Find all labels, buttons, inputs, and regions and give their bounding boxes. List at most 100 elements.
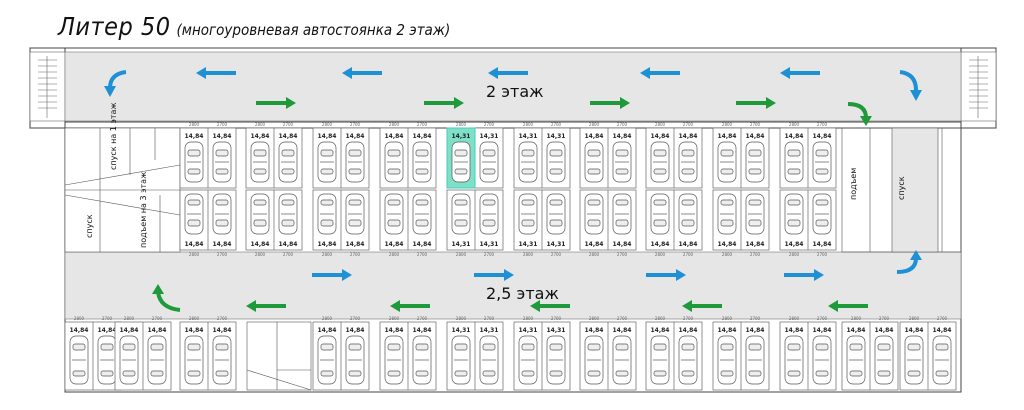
spot-number: 14,84 [279, 133, 298, 140]
dim-label: 2800 [589, 316, 600, 321]
car-icon [612, 141, 632, 183]
car-icon [147, 335, 167, 385]
car-icon [451, 335, 471, 385]
parking-pair: 14,84 14,84 2800 2700 [779, 316, 837, 391]
dim-label: 2700 [617, 252, 628, 257]
dim-label: 2800 [456, 122, 467, 127]
dim-label: 2700 [750, 316, 761, 321]
spot-number: 14,84 [120, 327, 139, 334]
dim-label: 2700 [417, 252, 428, 257]
car-icon [479, 193, 499, 235]
spot-number: 14,31 [547, 327, 566, 334]
dim-label: 2800 [789, 252, 800, 257]
car-icon [212, 335, 232, 385]
spot-number: 14,31 [519, 241, 538, 248]
car-icon [479, 141, 499, 183]
spot-number: 14,84 [847, 327, 866, 334]
plan-title: Литер 50(многоуровневая автостоянка 2 эт… [58, 12, 450, 41]
car-icon [745, 141, 765, 183]
dim-label: 2700 [217, 316, 228, 321]
turn-arrow [847, 102, 872, 126]
dim-label: 2700 [283, 122, 294, 127]
dim-label: 2800 [722, 122, 733, 127]
car-icon [874, 335, 894, 385]
spot-number: 14,84 [251, 241, 270, 248]
car-icon [784, 193, 804, 235]
car-icon [479, 335, 499, 385]
dim-label: 2800 [789, 122, 800, 127]
dim-label: 2800 [523, 252, 534, 257]
dim-label: 2800 [589, 252, 600, 257]
dim-label: 2800 [255, 252, 266, 257]
car-icon [784, 335, 804, 385]
car-icon [317, 335, 337, 385]
car-icon [384, 335, 404, 385]
dim-label: 2700 [484, 316, 495, 321]
traffic-arrows [104, 67, 922, 312]
dim-label: 2700 [683, 122, 694, 127]
turn-arrow [896, 250, 922, 274]
dim-label: 2800 [909, 316, 920, 321]
spot-number: 14,84 [718, 327, 737, 334]
dim-label: 2700 [417, 316, 428, 321]
spot-number: 14,31 [480, 241, 499, 248]
spot-number: 14,84 [279, 241, 298, 248]
spot-number: 14,84 [933, 327, 952, 334]
dim-label: 2800 [789, 316, 800, 321]
spot-number: 14,84 [185, 327, 204, 334]
dim-label: 2700 [617, 316, 628, 321]
spot-number: 14,84 [813, 327, 832, 334]
spot-number: 14,84 [679, 133, 698, 140]
label-floor-2-5: 2,5 этаж [486, 284, 559, 303]
spot-number: 14,84 [746, 241, 765, 248]
dim-label: 2800 [722, 316, 733, 321]
spot-number: 14,84 [585, 133, 604, 140]
dim-label: 2700 [817, 122, 828, 127]
car-icon [584, 193, 604, 235]
dim-label: 2700 [417, 122, 428, 127]
car-icon [69, 335, 89, 385]
spot-number: 14,84 [318, 327, 337, 334]
car-icon [650, 141, 670, 183]
spot-number: 14,84 [785, 327, 804, 334]
right-ramp-area [841, 127, 962, 253]
spot-number: 14,84 [185, 133, 204, 140]
spot-number: 14,84 [413, 327, 432, 334]
car-icon [250, 141, 270, 183]
direction-arrow [682, 300, 722, 312]
spot-number: 14,84 [785, 241, 804, 248]
spot-number: 14,84 [213, 327, 232, 334]
direction-arrow [736, 97, 776, 109]
spot-number: 14,31 [480, 327, 499, 334]
car-icon [317, 193, 337, 235]
dim-label: 2700 [817, 316, 828, 321]
spot-number: 14,84 [585, 327, 604, 334]
car-icon [345, 193, 365, 235]
dim-label: 2700 [217, 122, 228, 127]
dim-label: 2800 [255, 122, 266, 127]
direction-arrow [646, 269, 686, 281]
spot-number: 14,84 [905, 327, 924, 334]
dim-label: 2800 [589, 122, 600, 127]
car-icon [812, 141, 832, 183]
car-icon [846, 335, 866, 385]
dim-label: 2700 [152, 316, 163, 321]
car-icon [212, 193, 232, 235]
car-icon [184, 141, 204, 183]
spot-number: 14,84 [251, 133, 270, 140]
dim-label: 2800 [456, 316, 467, 321]
dim-label: 2700 [350, 252, 361, 257]
spot-number: 14,84 [718, 133, 737, 140]
title-main: Литер 50 [58, 12, 171, 41]
spot-number: 14,31 [519, 133, 538, 140]
spot-number: 14,84 [679, 327, 698, 334]
